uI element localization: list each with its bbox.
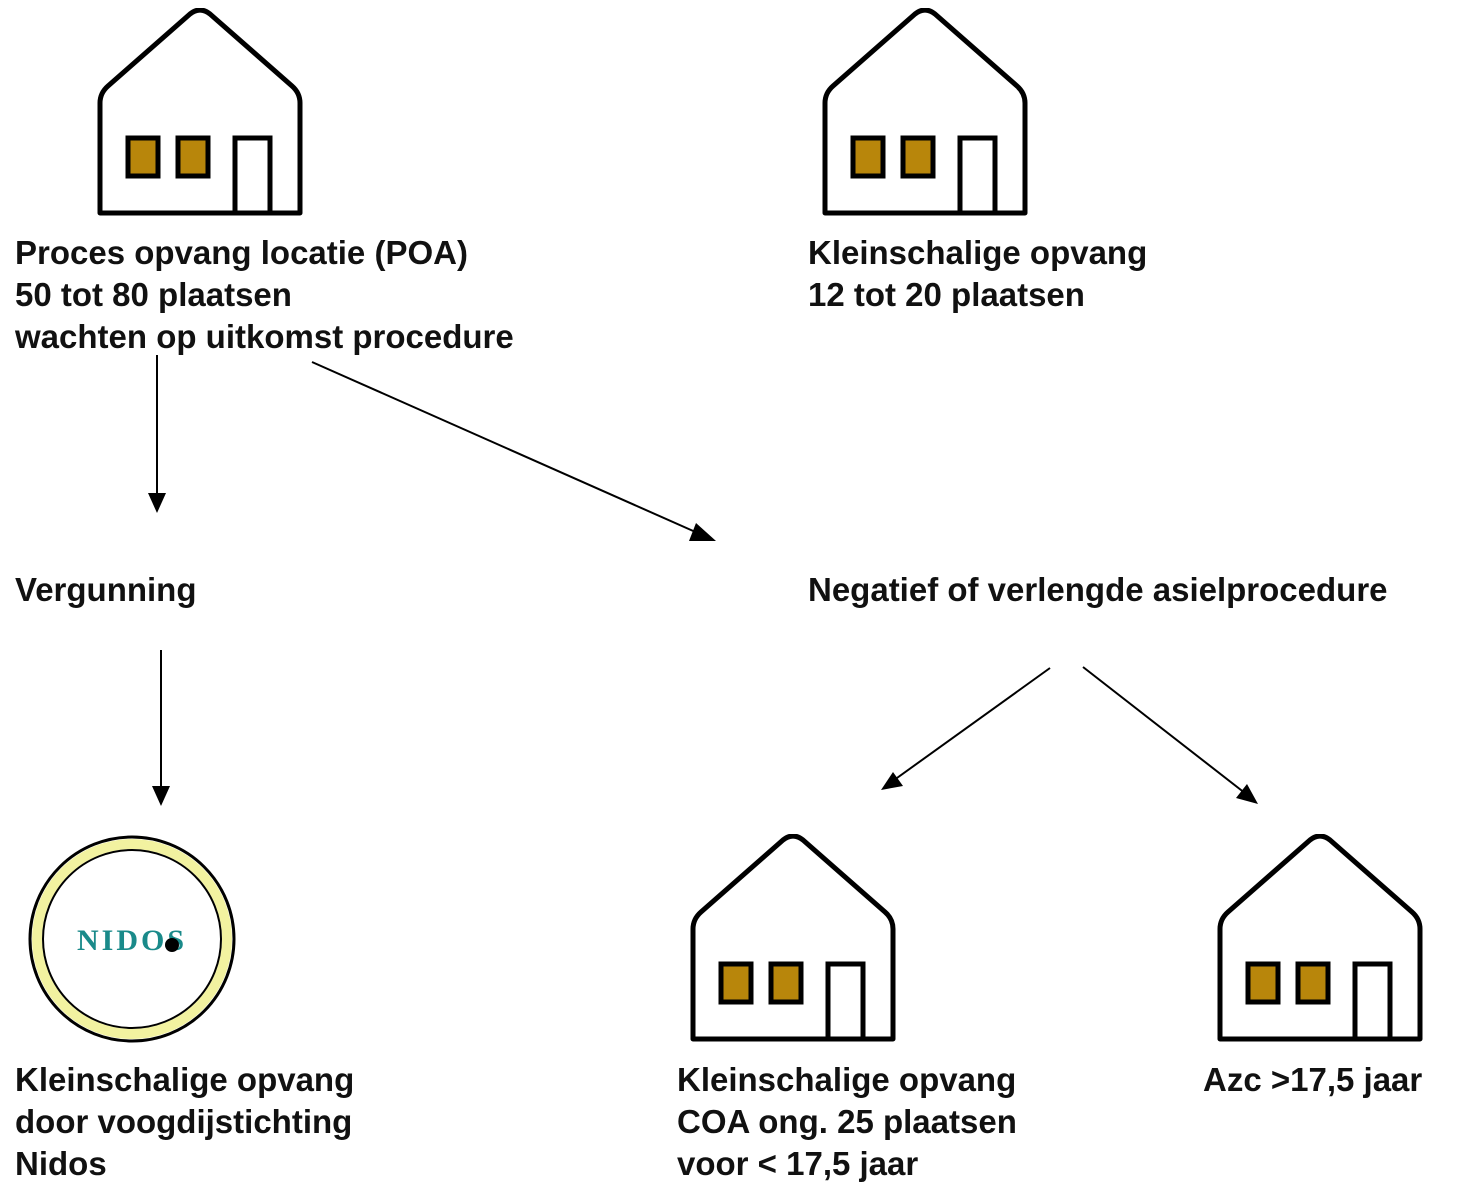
label-poa-line-1: Proces opvang locatie (POA)	[15, 234, 468, 271]
label-coa: Kleinschalige opvang COA ong. 25 plaatse…	[677, 1059, 1017, 1185]
nidos-logo: NIDOS	[28, 835, 236, 1043]
house-icon-poa	[100, 10, 300, 213]
label-kleinschalig-top-line-2: 12 tot 20 plaatsen	[808, 276, 1085, 313]
label-negatief: Negatief of verlengde asielprocedure	[808, 571, 1388, 608]
label-coa-line-1: Kleinschalige opvang	[677, 1061, 1017, 1098]
arrow-negatief-to-azc	[1082, 666, 1251, 798]
house-icon-azc	[1220, 836, 1420, 1039]
label-nidos-line-3: Nidos	[15, 1145, 107, 1182]
label-coa-line-2: COA ong. 25 plaatsen	[677, 1103, 1017, 1140]
label-kleinschalig-top: Kleinschalige opvang 12 tot 20 plaatsen	[808, 232, 1147, 316]
label-vergunning: Vergunning	[15, 571, 197, 608]
label-poa-line-2: 50 tot 80 plaatsen	[15, 276, 292, 313]
house-icon-coa	[693, 836, 893, 1039]
label-coa-line-3: voor < 17,5 jaar	[677, 1145, 919, 1182]
label-poa-line-3: wachten op uitkomst procedure	[15, 318, 514, 355]
label-nidos: Kleinschalige opvang door voogdijstichti…	[15, 1059, 354, 1185]
arrow-poa-to-negatief	[311, 361, 701, 535]
house-icon-kleinschalig-top	[825, 10, 1025, 213]
label-kleinschalig-top-line-1: Kleinschalige opvang	[808, 234, 1148, 271]
arrow-negatief-to-coa	[889, 667, 1051, 784]
label-nidos-line-1: Kleinschalige opvang	[15, 1061, 355, 1098]
label-azc: Azc >17,5 jaar	[1203, 1061, 1423, 1098]
label-nidos-line-2: door voogdijstichting	[15, 1103, 353, 1140]
label-poa: Proces opvang locatie (POA) 50 tot 80 pl…	[15, 232, 514, 358]
nidos-logo-text: NIDOS	[77, 924, 187, 957]
